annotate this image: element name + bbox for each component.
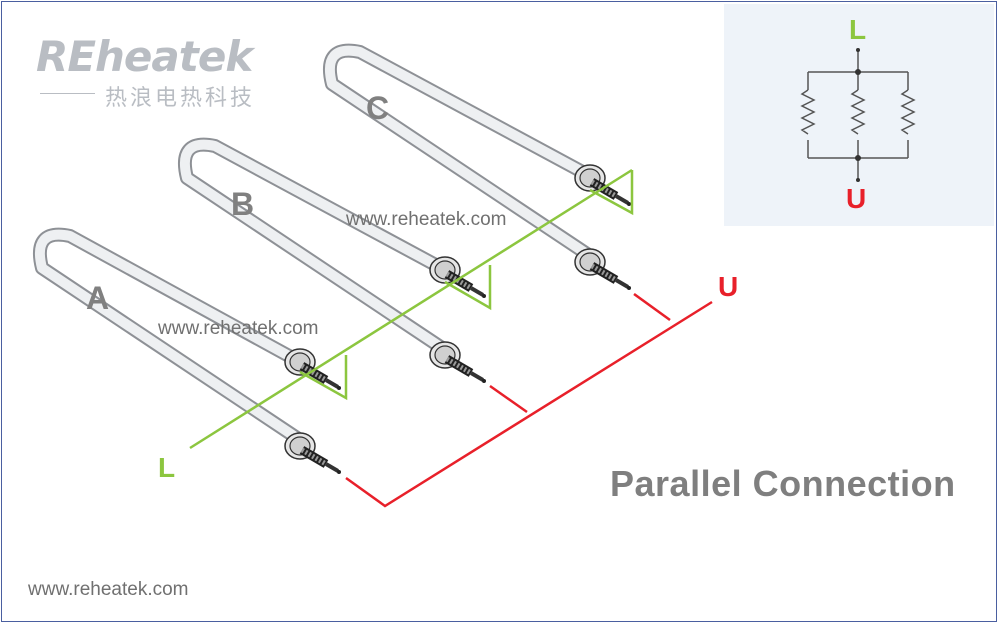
schematic-terminal-l bbox=[856, 48, 860, 52]
terminal-fitting-c-bottom bbox=[575, 249, 631, 290]
heater-tube-c bbox=[322, 43, 597, 263]
resistor-3 bbox=[900, 89, 916, 135]
heater-label-c: C bbox=[366, 90, 390, 126]
live-terminal-label: L bbox=[158, 452, 176, 483]
watermark-text: www.reheatek.com bbox=[158, 318, 319, 339]
footer-url: www.reheatek.com bbox=[28, 579, 189, 600]
terminal-fitting-a-bottom bbox=[285, 433, 341, 474]
logo-divider bbox=[40, 93, 95, 94]
return-wire bbox=[345, 292, 713, 508]
schematic-node-top bbox=[855, 69, 861, 75]
watermark-text: www.reheatek.com bbox=[346, 209, 507, 230]
live-wire bbox=[189, 168, 634, 450]
inset-return-label: U bbox=[846, 183, 867, 214]
diagram-title: Parallel Connection bbox=[610, 463, 956, 504]
resistor-2 bbox=[850, 89, 866, 135]
brand-logo: REheatek bbox=[36, 32, 253, 81]
schematic-node-bottom bbox=[855, 155, 861, 161]
heater-label-a: A bbox=[86, 280, 110, 316]
return-terminal-label: U bbox=[718, 271, 739, 302]
brand-subtitle: 热浪电热科技 bbox=[105, 86, 256, 111]
terminal-fitting-b-bottom bbox=[430, 342, 486, 383]
heater-tube-b bbox=[177, 137, 452, 357]
heater-label-b: B bbox=[231, 186, 255, 222]
resistor-1 bbox=[800, 89, 816, 135]
parallel-schematic bbox=[800, 50, 916, 180]
inset-live-label: L bbox=[849, 14, 867, 45]
schematic-terminal-u bbox=[856, 178, 860, 182]
heater-tube-a bbox=[32, 227, 307, 447]
